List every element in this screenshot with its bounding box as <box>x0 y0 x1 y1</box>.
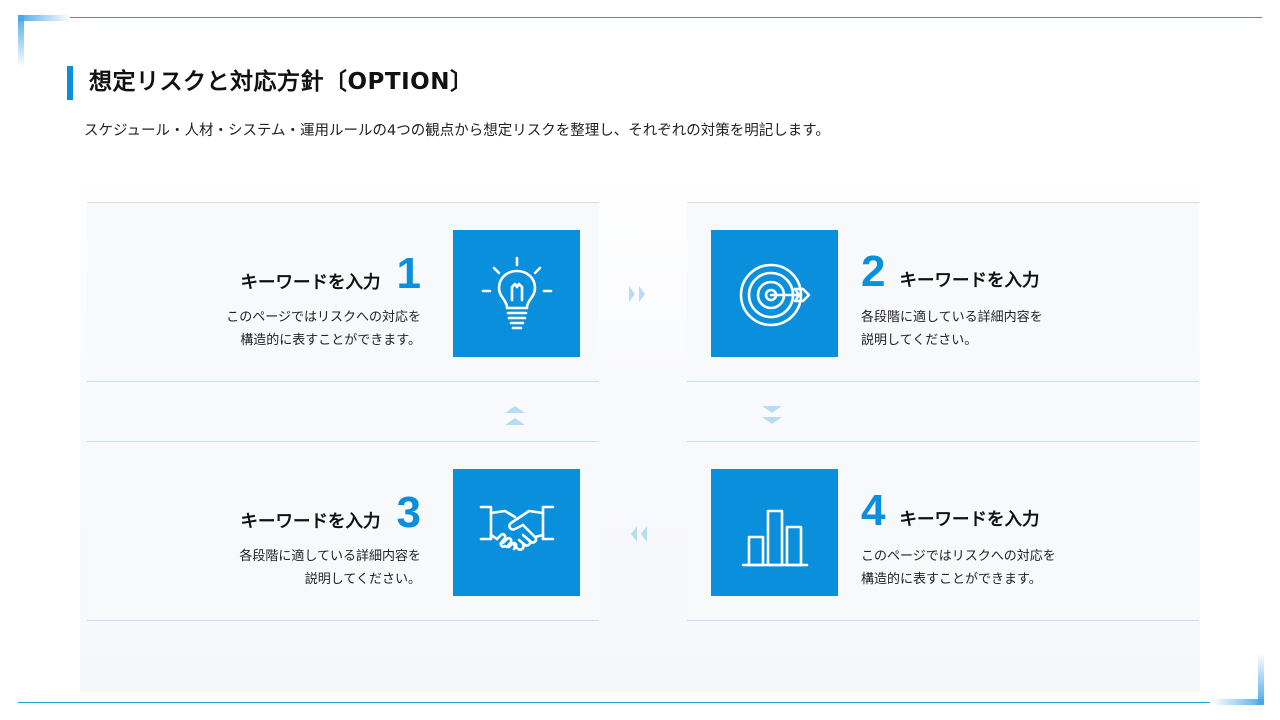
step-card-1: キーワードを入力 1 このページではリスクへの対応を 構造的に表すことができます… <box>87 202 599 382</box>
target-icon <box>739 263 810 326</box>
step-keyword: キーワードを入力 <box>240 512 381 532</box>
top-divider-line <box>70 17 1262 18</box>
step-description: 各段階に適している詳細内容を 説明してください。 <box>239 545 421 591</box>
step-number: 4 <box>861 486 886 535</box>
step-card-2: 2 キーワードを入力 各段階に適している詳細内容を 説明してください。 <box>687 202 1199 382</box>
page-subtitle: スケジュール・人材・システム・運用ルールの4つの観点から想定リスクを整理し、それ… <box>84 123 830 139</box>
step-card-4: 4 キーワードを入力 このページではリスクへの対応を 構造的に表すことができます… <box>687 441 1199 621</box>
icon-tile <box>711 230 838 357</box>
step-description-line: このページではリスクへの対応を <box>861 549 1056 564</box>
title-accent-bar <box>67 66 73 100</box>
step-keyword: キーワードを入力 <box>899 510 1040 530</box>
step-description-line: 構造的に表すことができます。 <box>240 333 421 348</box>
step-number: 2 <box>861 247 886 296</box>
arrow-right-icon <box>629 286 645 302</box>
step-description-line: 説明してください。 <box>304 572 421 587</box>
step-number: 1 <box>396 249 421 298</box>
step-description-line: このページではリスクへの対応を <box>226 310 421 325</box>
step-description-line: 説明してください。 <box>861 333 978 348</box>
step-heading: キーワードを入力 3 <box>241 488 421 538</box>
step-keyword: キーワードを入力 <box>240 273 381 293</box>
icon-tile <box>453 230 580 357</box>
step-description: 各段階に適している詳細内容を 説明してください。 <box>861 306 1043 352</box>
step-description-line: 各段階に適している詳細内容を <box>239 549 421 564</box>
icon-tile <box>453 469 580 596</box>
step-number: 3 <box>396 488 421 537</box>
arrow-down-icon <box>762 406 782 424</box>
step-description-line: 各段階に適している詳細内容を <box>861 310 1043 325</box>
handshake-icon <box>479 505 554 551</box>
step-description: このページではリスクへの対応を 構造的に表すことができます。 <box>226 306 421 352</box>
icon-tile <box>711 469 838 596</box>
bar-chart-icon <box>741 509 808 566</box>
corner-decoration-top-left <box>18 15 70 67</box>
step-keyword: キーワードを入力 <box>899 271 1040 291</box>
page-title: 想定リスクと対応方針〔OPTION〕 <box>89 69 474 95</box>
step-heading: キーワードを入力 1 <box>241 249 421 299</box>
bottom-divider-line <box>18 702 1210 703</box>
corner-decoration-bottom-right <box>1212 653 1264 705</box>
step-description: このページではリスクへの対応を 構造的に表すことができます。 <box>861 545 1056 591</box>
step-heading: 4 キーワードを入力 <box>861 486 1039 536</box>
arrow-up-icon <box>505 406 525 425</box>
step-heading: 2 キーワードを入力 <box>861 247 1039 297</box>
step-description-line: 構造的に表すことができます。 <box>861 572 1042 587</box>
step-card-3: キーワードを入力 3 各段階に適している詳細内容を 説明してください。 <box>87 441 599 621</box>
arrow-left-icon <box>631 526 647 542</box>
lightbulb-icon <box>481 256 552 329</box>
